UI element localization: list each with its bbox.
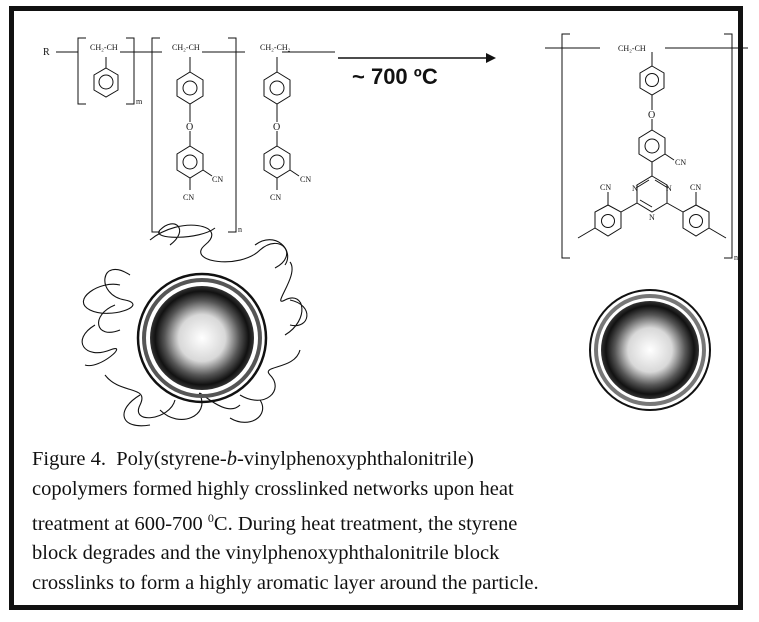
caption-line: crosslinks to form a highly aromatic lay… bbox=[32, 571, 539, 594]
network-ether-oxygen: O bbox=[648, 110, 655, 121]
caption-text: C. During heat treatment, the styrene bbox=[213, 512, 518, 535]
reaction-scheme: R CH₂-CH m CH₂-CH CH₂-CH₂ O O CN CN CN C… bbox=[43, 33, 748, 427]
caption-text: treatment at 600-700 bbox=[32, 512, 208, 535]
caption-line: treatment at 600-700 0C. During heat tre… bbox=[32, 504, 732, 539]
network-nitrile-label: CN bbox=[675, 158, 686, 167]
crosslinked-particle-illustration bbox=[589, 289, 711, 411]
network-nitrile-label: CN bbox=[600, 183, 611, 192]
degree-superscript: 0 bbox=[207, 511, 214, 525]
caption-text: -vinylphenoxyphthalonitrile) bbox=[236, 448, 474, 470]
triazine-nitrogen: N bbox=[649, 213, 655, 222]
styrene-backbone-label: CH₂-CH bbox=[90, 43, 118, 52]
network-nitrile-label: CN bbox=[690, 183, 701, 192]
subscript-n: n bbox=[238, 225, 242, 234]
reaction-arrow bbox=[338, 53, 496, 63]
ether-oxygen-terminal: O bbox=[273, 122, 280, 133]
crosslinked-network-structure bbox=[545, 33, 748, 259]
end-group-r: R bbox=[43, 47, 50, 58]
polymer-coated-particle-illustration bbox=[81, 223, 308, 427]
caption-line: Figure 4. Poly(styrene-b-vinylphenoxypht… bbox=[32, 445, 732, 475]
starting-copolymer-structure bbox=[56, 37, 335, 233]
block2-backbone-label: CH₂-CH bbox=[172, 43, 200, 52]
caption-text: Poly(styrene- bbox=[116, 448, 227, 470]
nitrile-label: CN bbox=[300, 175, 311, 184]
figure-frame bbox=[9, 6, 743, 610]
nitrile-label: CN bbox=[270, 193, 281, 202]
nitrile-label: CN bbox=[183, 193, 194, 202]
caption-italic: b bbox=[226, 448, 237, 470]
network-subscript-n: n bbox=[734, 253, 738, 262]
triazine-nitrogen: N bbox=[632, 184, 638, 193]
figure-label: Figure 4. bbox=[32, 448, 107, 470]
figure-caption: Figure 4. Poly(styrene-b-vinylphenoxypht… bbox=[32, 445, 732, 598]
ether-oxygen-block2: O bbox=[186, 122, 193, 133]
caption-line: block degrades and the vinylphenoxyphtha… bbox=[32, 542, 500, 565]
network-backbone-label: CH₂-CH bbox=[618, 44, 646, 53]
terminal-backbone-label: CH₂-CH₂ bbox=[260, 43, 291, 52]
nitrile-label: CN bbox=[212, 175, 223, 184]
reaction-temperature-label: ~ 700 ºC bbox=[352, 64, 438, 89]
subscript-m: m bbox=[136, 97, 143, 106]
triazine-nitrogen: N bbox=[666, 184, 672, 193]
caption-line: copolymers formed highly crosslinked net… bbox=[32, 477, 514, 500]
